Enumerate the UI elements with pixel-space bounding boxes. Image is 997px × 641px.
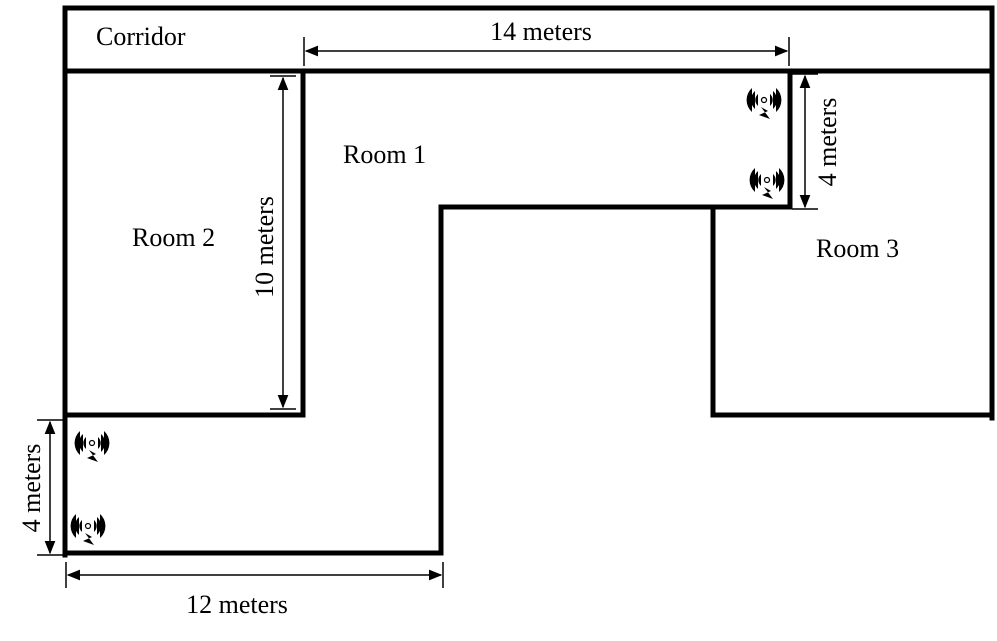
dimension-label-bottom: 12 meters xyxy=(186,590,288,619)
dimension-bottom: 12 meters xyxy=(65,562,444,619)
label-corridor: Corridor xyxy=(96,22,186,51)
dimension-label-left: 4 meters xyxy=(17,444,46,533)
dimension-left: 4 meters xyxy=(17,419,63,556)
dimension-right: 4 meters xyxy=(792,73,842,210)
dimension-label-top: 14 meters xyxy=(490,17,592,46)
antenna-icon xyxy=(744,167,790,204)
antenna-icon xyxy=(65,513,111,550)
label-room2: Room 2 xyxy=(132,223,215,252)
label-room3: Room 3 xyxy=(816,234,899,263)
antenna-icon xyxy=(741,87,787,124)
dimension-room2: 10 meters xyxy=(250,75,296,410)
dimension-label-room2: 10 meters xyxy=(250,196,279,298)
label-room1: Room 1 xyxy=(343,140,426,169)
dimension-top: 14 meters xyxy=(303,17,790,66)
walls xyxy=(62,5,995,558)
antenna-icon xyxy=(69,430,115,467)
dimension-label-right: 4 meters xyxy=(813,98,842,187)
